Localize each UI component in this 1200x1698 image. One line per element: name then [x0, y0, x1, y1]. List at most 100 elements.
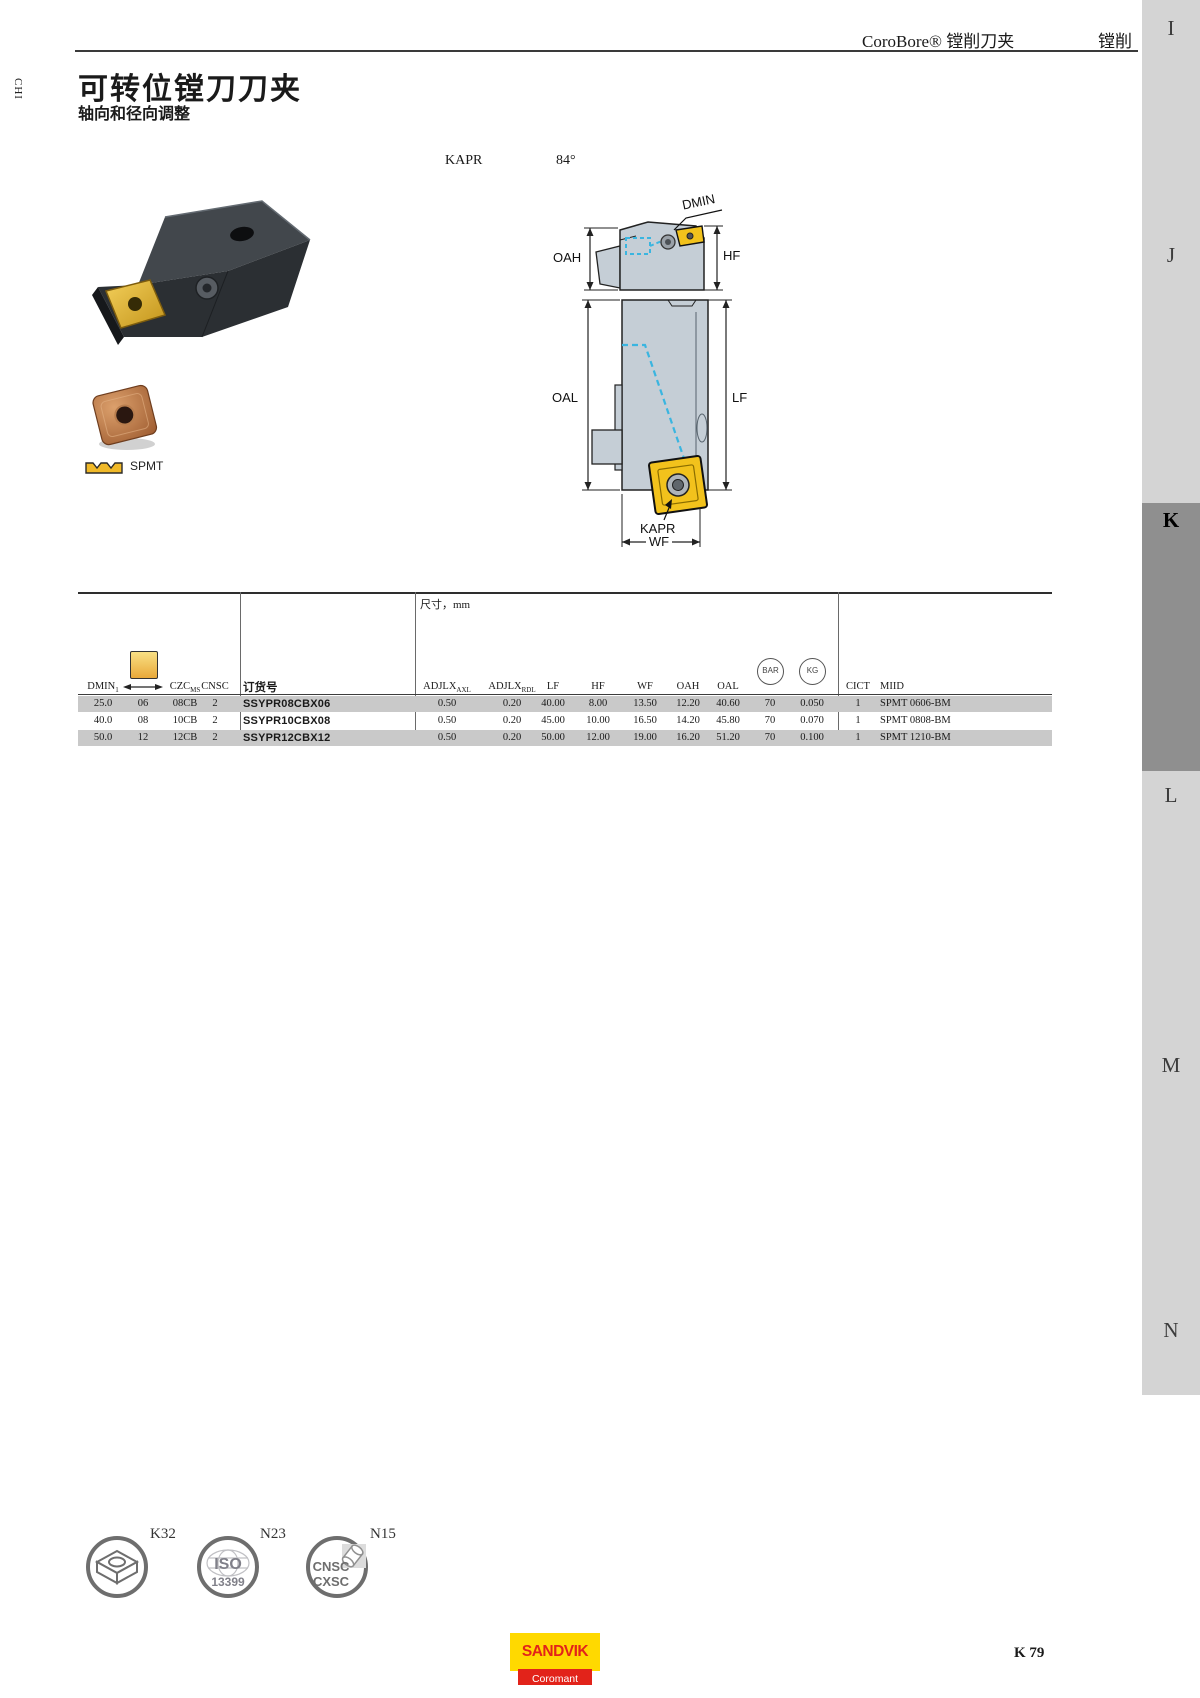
table-divider-1: [240, 592, 241, 746]
cell-adjlx-axl: 0.50: [437, 732, 457, 743]
ref-label-n15: N15: [370, 1526, 396, 1542]
units-header: 尺寸，mm: [420, 599, 471, 611]
cell-order-code: SSYPR08CBX06: [243, 698, 331, 710]
cell-kg: 0.070: [800, 715, 824, 726]
tool-screw: [195, 276, 219, 300]
cell-adjlx-rdl: 0.20: [502, 698, 522, 709]
cell-hf: 8.00: [588, 698, 608, 709]
cell-oah: 16.20: [676, 732, 700, 743]
cell-order-code: SSYPR12CBX12: [243, 732, 331, 744]
col-header-oah: OAH: [676, 681, 700, 692]
cell-oal: 45.80: [716, 715, 740, 726]
oal-label: OAL: [552, 390, 578, 405]
kapr-parameter-label: KAPR: [445, 153, 483, 168]
sidebar-tab-i: I: [1167, 16, 1175, 40]
footer-ref-icons: ISO 13399 CNSC CXSC: [86, 1536, 368, 1598]
cell-bar: 70: [764, 732, 776, 743]
ref-label-k32: K32: [150, 1526, 176, 1542]
dmin-label: DMIN: [681, 191, 717, 213]
coupling-icon: CNSC CXSC: [306, 1536, 368, 1598]
drawing-side-view: OAH HF DMIN: [553, 191, 740, 291]
cell-miid: SPMT 0606-BM: [880, 698, 951, 709]
oah-label: OAH: [553, 250, 581, 265]
cell-kg: 0.050: [800, 698, 824, 709]
logo-division: Coromant: [531, 1673, 579, 1685]
table-top-border: [78, 592, 1052, 594]
sidebar-tab-j: J: [1166, 243, 1176, 267]
front-view-insert: [648, 455, 708, 515]
cell-wf: 19.00: [633, 732, 657, 743]
page-title: 可转位镗刀刀夹: [78, 73, 302, 106]
cell-insert-size: 06: [137, 698, 149, 709]
tool-insert: [104, 279, 167, 329]
bar-circle-icon: BAR: [757, 658, 784, 685]
table-row: 40.0 08 10CB 2 SSYPR10CBX08 0.50 0.20 45…: [78, 713, 1052, 729]
col-header-miid: MIID: [880, 681, 904, 692]
cell-adjlx-axl: 0.50: [437, 715, 457, 726]
insert-shape-icon: [86, 1536, 148, 1598]
insert-photo: [92, 384, 158, 450]
table-divider-2: [415, 592, 416, 746]
insert-type-label: SPMT: [130, 459, 164, 473]
cell-czc: 10CB: [172, 715, 198, 726]
cell-lf: 45.00: [541, 715, 565, 726]
cell-wf: 13.50: [633, 698, 657, 709]
cell-cict: 1: [855, 715, 861, 726]
cell-wf: 16.50: [633, 715, 657, 726]
sidebar-tab-k: K: [1162, 508, 1180, 532]
cell-hf: 12.00: [586, 732, 610, 743]
col-header-czc: CZCMS: [169, 681, 201, 695]
col-header-lf: LF: [546, 681, 560, 692]
cell-kg: 0.100: [800, 732, 824, 743]
table-row: 50.0 12 12CB 2 SSYPR12CBX12 0.50 0.20 50…: [78, 730, 1052, 746]
cell-miid: SPMT 0808-BM: [880, 715, 951, 726]
cell-oal: 51.20: [716, 732, 740, 743]
sidebar-tab-m: M: [1161, 1053, 1181, 1077]
header-rule: [75, 50, 1138, 52]
spmt-shape-icon: [85, 462, 123, 474]
cell-dmin: 25.0: [93, 698, 113, 709]
cell-lf: 40.00: [541, 698, 565, 709]
hf-label: HF: [723, 248, 740, 263]
kapr-drawing-label: KAPR: [640, 521, 675, 536]
technical-drawings: OAH HF DMIN: [552, 191, 747, 549]
col-header-adjlx-rdl: ADJLXRDL: [488, 681, 536, 695]
sandvik-logo: SANDVIK: [510, 1633, 600, 1671]
table-row: 25.0 06 08CB 2 SSYPR08CBX06 0.50 0.20 40…: [78, 696, 1052, 712]
col-header-wf: WF: [637, 681, 653, 692]
insert-size-icon: [130, 651, 158, 679]
cell-insert-size: 08: [137, 715, 149, 726]
logo-brand: SANDVIK: [521, 1643, 589, 1660]
col-header-order-code: 订货号: [243, 682, 278, 694]
cell-oah: 14.20: [676, 715, 700, 726]
cell-bar: 70: [764, 715, 776, 726]
col-header-oal: OAL: [717, 681, 739, 692]
cell-czc: 12CB: [172, 732, 198, 743]
cell-order-code: SSYPR10CBX08: [243, 715, 331, 727]
cell-cnsc: 2: [212, 732, 218, 743]
svg-text:CXSC: CXSC: [313, 1574, 350, 1589]
header-product-title: CoroBore® 镗削刀夹: [862, 32, 1015, 51]
cell-bar: 70: [764, 698, 776, 709]
active-tab-highlight: [1142, 503, 1200, 771]
drawing-front-view: OAL LF KAPR WF: [552, 299, 747, 549]
insert-size-arrow-icon: [123, 684, 163, 690]
cell-cict: 1: [855, 732, 861, 743]
col-header-adjlx-axl: ADJLXAXL: [423, 681, 471, 695]
cell-czc: 08CB: [172, 698, 198, 709]
svg-text:CNSC: CNSC: [313, 1559, 350, 1574]
cell-cnsc: 2: [212, 698, 218, 709]
table-divider-3: [838, 592, 839, 746]
page-subtitle: 轴向和径向调整: [78, 106, 191, 123]
cell-adjlx-rdl: 0.20: [502, 732, 522, 743]
col-header-cnsc: CNSC: [201, 681, 229, 692]
header-section-title: 镗削: [1098, 32, 1132, 51]
sidebar-tab-n: N: [1163, 1318, 1179, 1342]
kg-circle-icon: KG: [799, 658, 826, 685]
cell-cict: 1: [855, 698, 861, 709]
edge-marker: CHI: [12, 78, 24, 100]
cell-insert-size: 12: [137, 732, 149, 743]
cell-adjlx-axl: 0.50: [437, 698, 457, 709]
cell-oal: 40.60: [716, 698, 740, 709]
